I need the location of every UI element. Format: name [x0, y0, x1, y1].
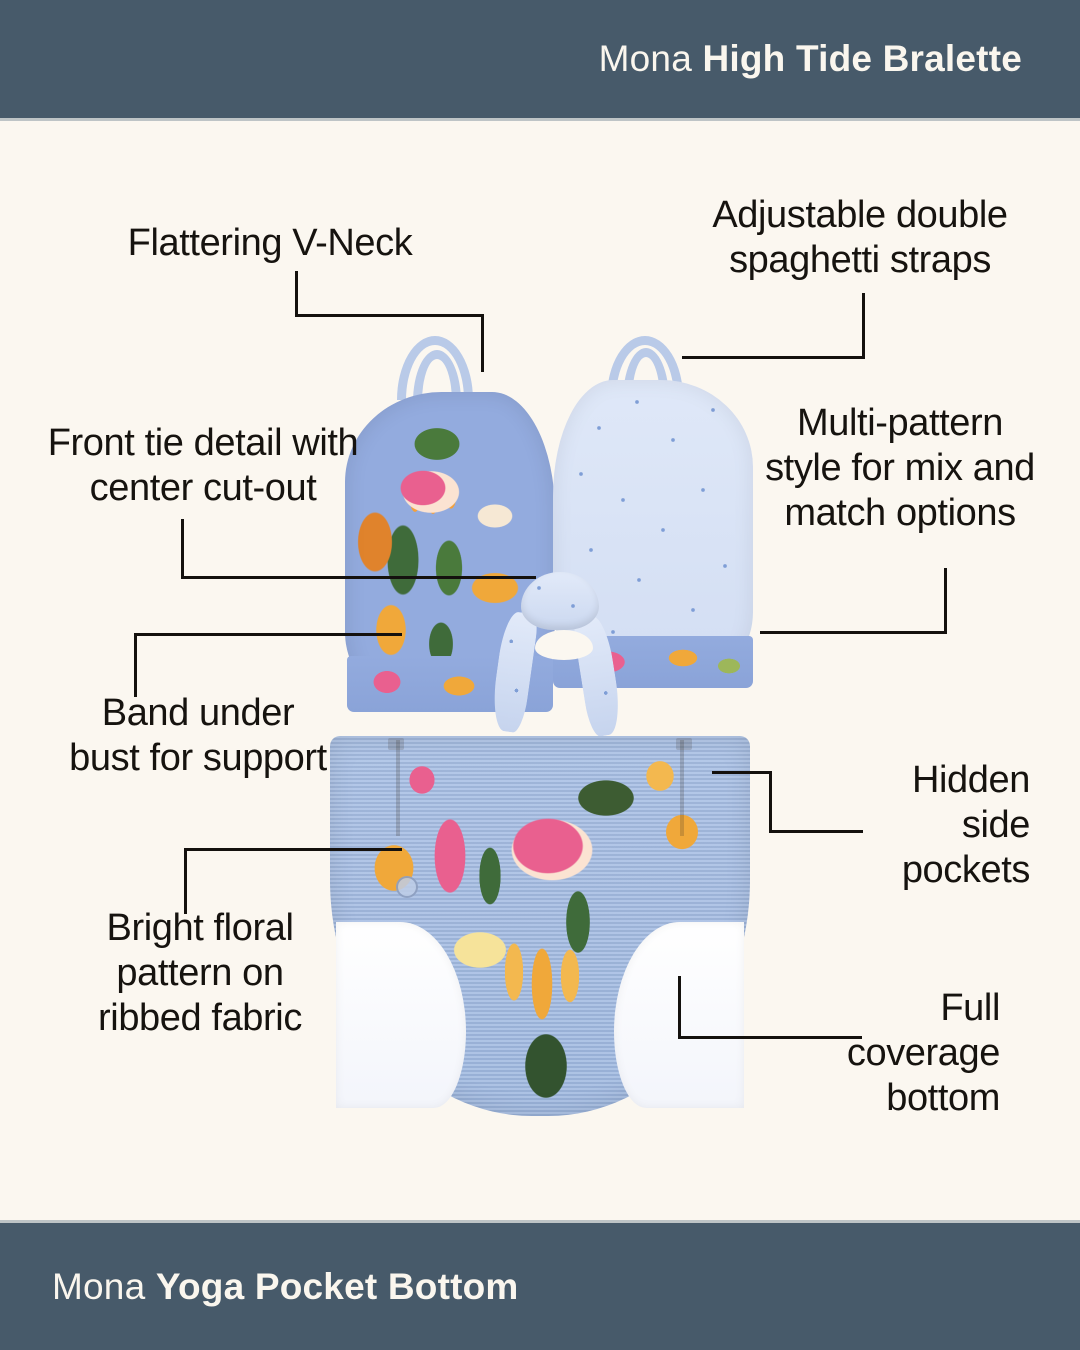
header-brand: Mona — [598, 38, 692, 79]
leader-band-segment-1 — [134, 633, 137, 697]
center-cut-out — [535, 630, 593, 660]
product-image-bralette — [345, 336, 755, 738]
leader-pockets-segment-1 — [712, 771, 772, 774]
bottom-floral-body — [330, 736, 750, 1116]
leader-v-neck-segment-3 — [481, 314, 484, 372]
header-product: High Tide Bralette — [702, 38, 1022, 79]
strap-right-inner — [623, 348, 669, 400]
leader-pockets-segment-2 — [769, 771, 772, 833]
side-pocket-seam-left — [396, 740, 400, 836]
leader-floral-segment-1 — [184, 848, 187, 914]
callout-v-neck: Flattering V-Neck — [127, 222, 413, 264]
callout-front-tie: Front tie detail with center cut-out — [47, 422, 359, 509]
leader-floral-segment-2 — [184, 848, 402, 851]
leader-v-neck-segment-1 — [295, 271, 298, 317]
strap-left-inner — [413, 350, 461, 402]
callout-multi-pattern: Multi-pattern style for mix and match op… — [765, 402, 1035, 534]
footer-brand: Mona — [52, 1265, 146, 1307]
callout-pockets: Hidden side pockets — [901, 759, 1031, 891]
infographic-stage: Flattering V-Neck Adjustable double spag… — [0, 121, 1080, 1220]
front-tie-knot — [521, 572, 599, 630]
callout-floral: Bright floral pattern on ribbed fabric — [98, 907, 302, 1039]
header-title: Mona High Tide Bralette — [599, 38, 1022, 80]
footer-product: Yoga Pocket Bottom — [155, 1265, 519, 1307]
leader-straps-segment-1 — [862, 293, 865, 359]
leader-front-tie-segment-1 — [181, 519, 184, 579]
side-pocket-seam-right — [680, 740, 684, 836]
leg-opening-left — [336, 922, 466, 1108]
footer-title: Mona Yoga Pocket Bottom — [52, 1266, 519, 1308]
header-bar: Mona High Tide Bralette — [0, 0, 1080, 118]
leader-front-tie-segment-2 — [181, 576, 536, 579]
leader-multipattern-segment-2 — [760, 631, 947, 634]
callout-band: Band under bust for support — [69, 692, 327, 779]
callout-coverage: Full coverage bottom — [846, 987, 1001, 1119]
pocket-tab-right — [676, 738, 692, 750]
pocket-tab-left — [388, 738, 404, 750]
brand-logo-tag — [396, 876, 418, 898]
leader-band-segment-2 — [134, 633, 402, 636]
header-divider — [0, 118, 1080, 121]
footer-divider — [0, 1220, 1080, 1223]
footer-bar: Mona Yoga Pocket Bottom — [0, 1223, 1080, 1350]
product-image-bottom — [330, 736, 750, 1116]
leader-multipattern-segment-1 — [944, 568, 947, 634]
callout-straps: Adjustable double spaghetti straps — [712, 194, 1008, 281]
leader-straps-segment-2 — [682, 356, 865, 359]
leader-coverage-segment-2 — [678, 1036, 862, 1039]
leader-v-neck-segment-2 — [295, 314, 484, 317]
leader-coverage-segment-1 — [678, 976, 681, 1039]
leader-pockets-segment-3 — [769, 830, 863, 833]
